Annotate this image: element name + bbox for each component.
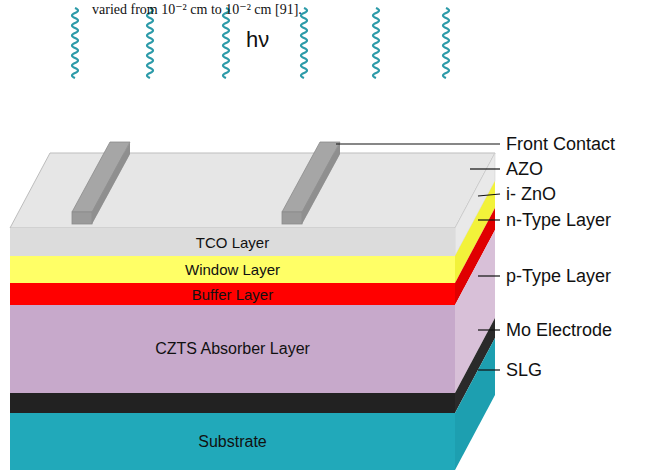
part-name: n-Type Layer — [506, 210, 611, 231]
photon-symbol: hν — [246, 27, 269, 53]
part-name: Mo Electrode — [506, 320, 612, 341]
layer-label: Substrate — [198, 433, 266, 451]
layer-label: Window Layer — [185, 261, 280, 278]
light-ray — [373, 8, 379, 78]
layer-label: TCO Layer — [196, 234, 269, 251]
light-ray — [443, 8, 449, 78]
light-ray — [147, 8, 153, 78]
front-contact-finger — [72, 142, 130, 224]
buffer-layer: Buffer Layer — [10, 283, 455, 305]
light-waves — [72, 8, 449, 78]
part-name: i- ZnO — [506, 184, 556, 205]
tco-layer: TCO Layer — [10, 228, 455, 256]
layer-label: CZTS Absorber Layer — [155, 340, 310, 358]
top-face — [10, 153, 495, 228]
front-contact-finger — [282, 142, 340, 224]
light-ray — [301, 8, 307, 78]
part-name: Front Contact — [506, 134, 615, 155]
mo-electrode-band — [10, 393, 455, 413]
light-ray — [223, 8, 229, 78]
light-ray — [72, 8, 78, 78]
cropped-text: varied from 10⁻² cm to 10⁻² cm [91]. — [92, 1, 302, 18]
substrate-layer: Substrate — [10, 413, 455, 470]
part-name: SLG — [506, 360, 542, 381]
part-name: p-Type Layer — [506, 266, 611, 287]
absorber-layer: CZTS Absorber Layer — [10, 305, 455, 393]
side-substrate — [455, 338, 495, 470]
window-layer: Window Layer — [10, 256, 455, 283]
layer-label: Buffer Layer — [192, 286, 273, 303]
part-name: AZO — [506, 159, 543, 180]
